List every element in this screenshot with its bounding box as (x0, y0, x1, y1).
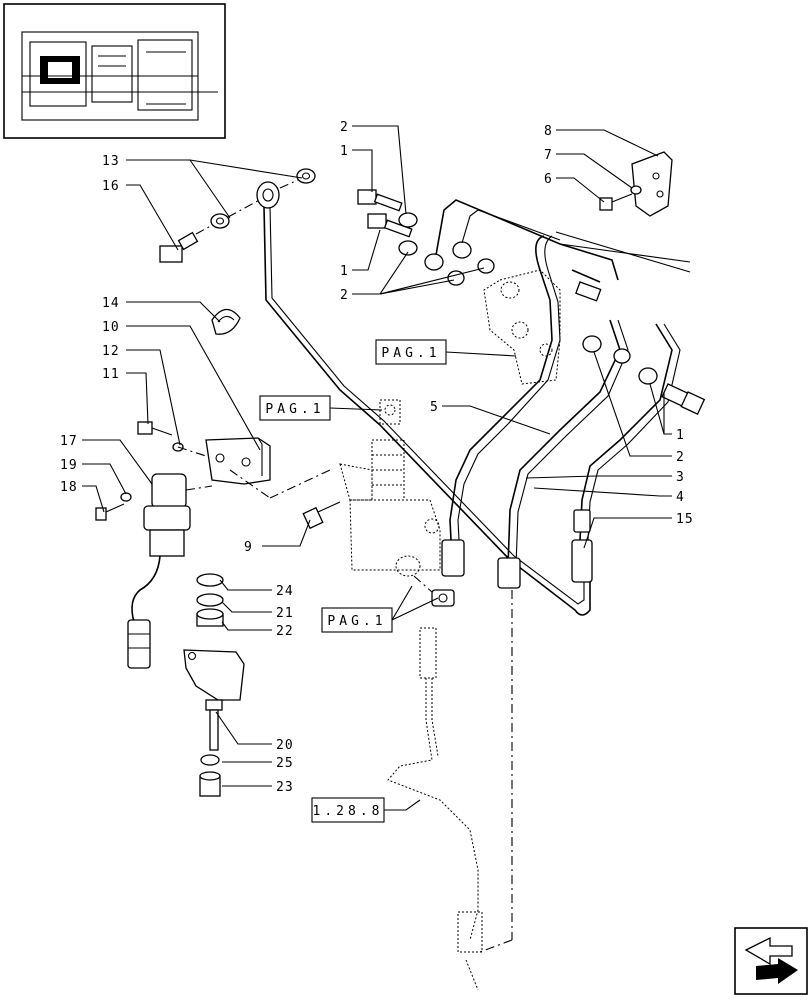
callout-7: 7 (544, 148, 553, 163)
callout-25: 25 (276, 756, 294, 771)
callout-15: 15 (676, 512, 694, 527)
washer-19 (120, 492, 132, 502)
callout-13: 13 (102, 154, 120, 169)
washer-2-a (398, 212, 418, 228)
callout-1-top: 1 (340, 144, 349, 159)
callout-2-right: 2 (676, 450, 685, 465)
pipe-4 (507, 319, 621, 567)
callout-14: 14 (102, 296, 120, 311)
washer-2-b (398, 240, 418, 256)
callout-21: 21 (276, 606, 294, 621)
washer-2-f (638, 367, 658, 385)
callout-5: 5 (430, 400, 439, 415)
callout-11: 11 (102, 367, 120, 382)
callout-3: 3 (676, 470, 685, 485)
screw-18 (95, 503, 125, 521)
bolt-16 (159, 221, 219, 263)
ring-24 (196, 573, 224, 587)
lower-pipe (387, 627, 483, 991)
washer-21 (196, 593, 224, 607)
banjo-a (424, 253, 444, 271)
washer-13-upper (296, 168, 316, 184)
nut-23 (199, 771, 221, 797)
washer-13-lower (210, 213, 230, 229)
cylinder-assembly (339, 399, 441, 577)
callout-17: 17 (60, 434, 78, 449)
banjo-c (613, 348, 631, 364)
callout-4: 4 (676, 490, 685, 505)
ref-box-1-28-8[interactable]: 1.28.8 (311, 797, 385, 823)
leader-lines (82, 125, 672, 811)
washer-7 (630, 185, 642, 195)
callout-18: 18 (60, 480, 78, 495)
callout-16: 16 (102, 179, 120, 194)
callout-22: 22 (276, 624, 294, 639)
bracket-8 (631, 151, 673, 217)
bolt-6 (599, 193, 633, 211)
callout-24: 24 (276, 584, 294, 599)
washer-2-d (477, 258, 495, 274)
ref-box-pag-center[interactable]: PAG.1 (259, 395, 331, 421)
fitting-5-end (441, 539, 465, 577)
bolts-1-upper (357, 189, 413, 238)
pipe-5 (449, 235, 553, 561)
banjo-fitting (256, 181, 280, 209)
clip-14 (211, 308, 241, 335)
callout-9: 9 (244, 540, 253, 555)
callout-1-right: 1 (676, 428, 685, 443)
bolt-1-right (661, 383, 706, 415)
pipe-upper-a (435, 199, 619, 281)
callout-12: 12 (102, 344, 120, 359)
svg-text:PAG.1: PAG.1 (265, 402, 324, 417)
small-fitting (431, 589, 455, 607)
svg-text:1.28.8: 1.28.8 (313, 804, 384, 819)
overview-thumbnail (3, 3, 226, 139)
callout-23: 23 (276, 780, 294, 795)
svg-text:PAG.1: PAG.1 (327, 614, 386, 629)
washer-2-e (582, 335, 602, 353)
bolt-11 (137, 421, 173, 436)
pipe-3 (579, 323, 673, 541)
pipe-left (263, 206, 591, 616)
union-15 (571, 539, 593, 583)
callout-10: 10 (102, 320, 120, 335)
bracket-20 (183, 649, 245, 751)
callout-6: 6 (544, 172, 553, 187)
washer-25 (200, 754, 220, 766)
callout-20: 20 (276, 738, 294, 753)
screw-9 (302, 501, 341, 530)
callout-8: 8 (544, 124, 553, 139)
svg-text:PAG.1: PAG.1 (381, 346, 440, 361)
ref-box-pag-bottom[interactable]: PAG.1 (321, 607, 393, 633)
next-page-arrow-icon[interactable] (734, 927, 808, 995)
bracket-10 (205, 437, 271, 485)
callout-2-top: 2 (340, 120, 349, 135)
callout-labels: 13 16 14 10 12 11 17 19 18 9 24 21 22 20… (60, 120, 694, 795)
callout-1-mid: 1 (340, 264, 349, 279)
nut-22 (196, 608, 224, 627)
banjo-b (452, 241, 472, 259)
valve-body (483, 269, 561, 385)
sensor-17 (127, 473, 191, 669)
callout-2-mid: 2 (340, 288, 349, 303)
ref-box-pag-right[interactable]: PAG.1 (375, 339, 447, 365)
callout-19: 19 (60, 458, 78, 473)
